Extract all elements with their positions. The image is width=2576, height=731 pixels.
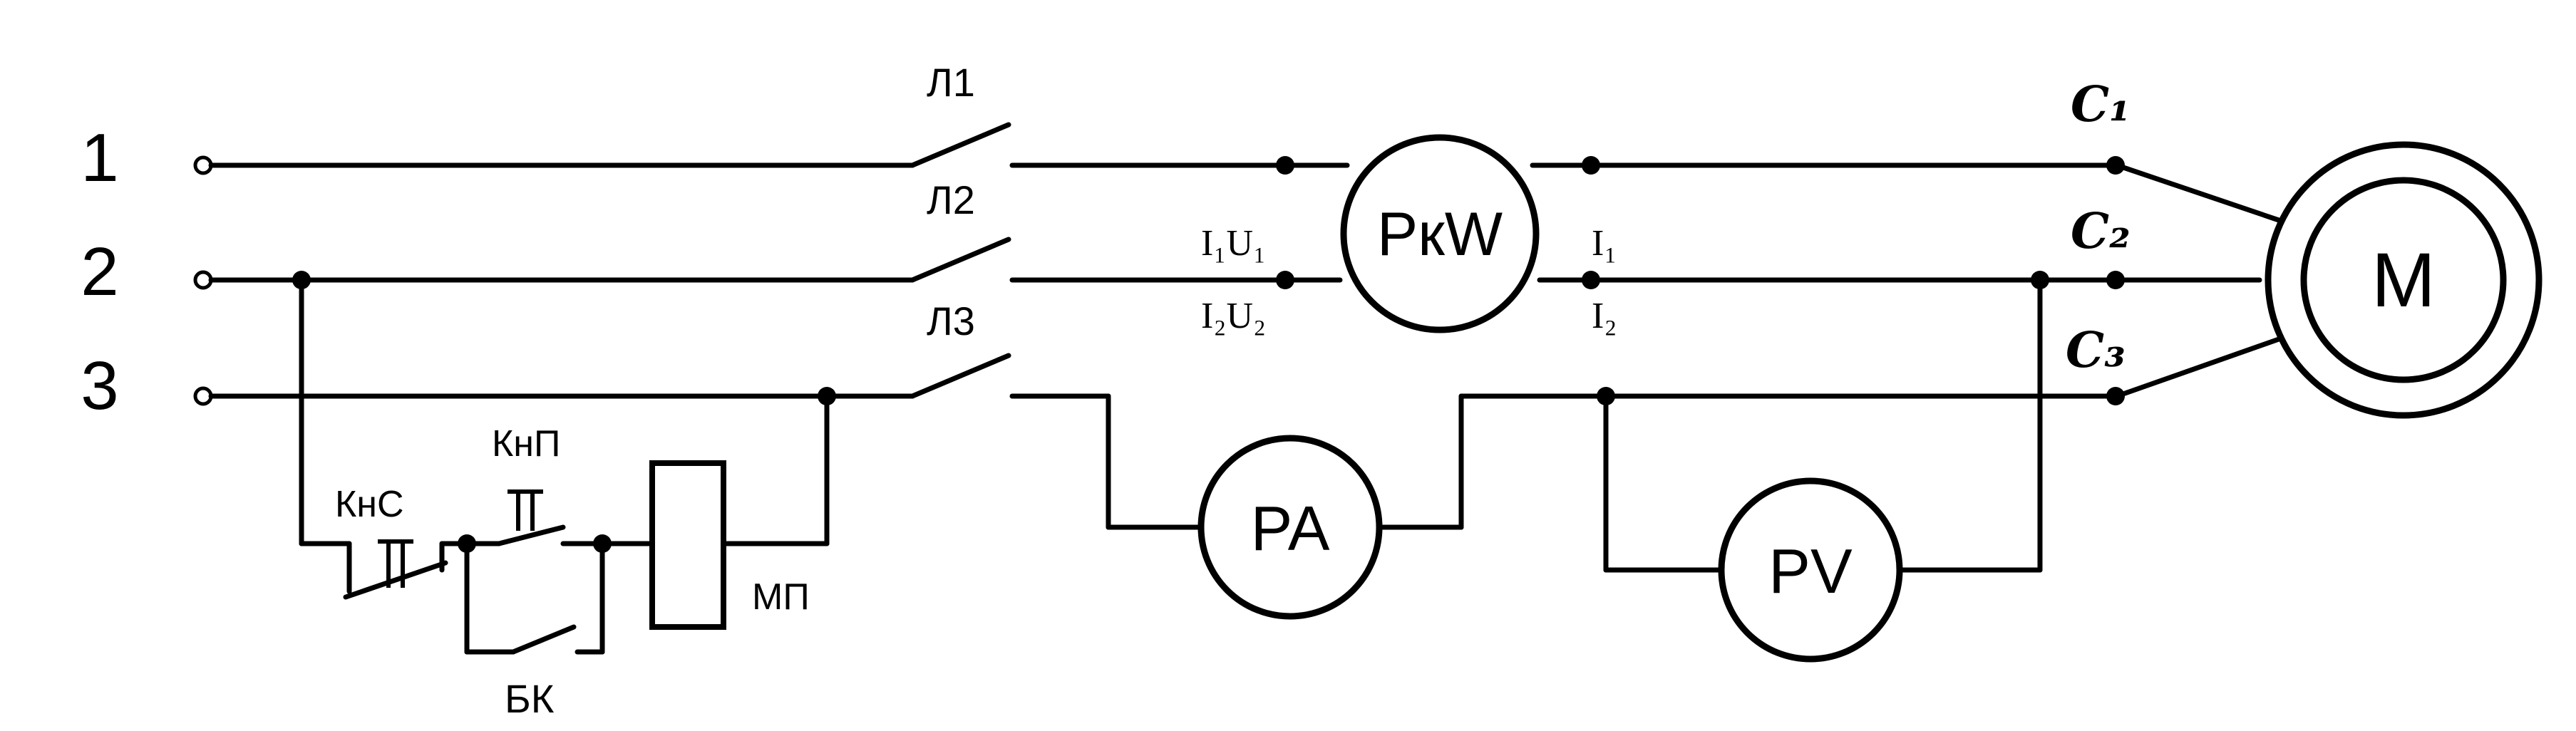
junction-dot — [1582, 156, 1600, 175]
control-circuit — [292, 271, 836, 655]
wattmeter-terminal-in-top: I₁U₁ — [1201, 223, 1266, 264]
start-button-label: КнП — [492, 423, 560, 465]
phase-label-1: 1 — [81, 120, 118, 196]
junction-dot — [1582, 271, 1600, 289]
line-phase-3 — [208, 336, 2284, 530]
switch-label-l1: Л1 — [927, 60, 975, 105]
motor-terminal-label-c3: C₃ — [2066, 322, 2126, 379]
motor-terminal-label-c1: C₁ — [2071, 76, 2131, 133]
junction-dot — [2031, 271, 2049, 289]
junction-dot — [1597, 387, 1615, 405]
voltmeter-circle — [1718, 477, 1903, 663]
motor-terminal-dot — [2106, 271, 2125, 289]
phase-label-3: 3 — [81, 348, 118, 424]
wattmeter-terminal-out-bottom: I₂ — [1592, 296, 1617, 336]
wattmeter-terminal-out-top: I₁ — [1592, 223, 1617, 264]
junction-dot — [1276, 156, 1294, 175]
stop-button-label: КнС — [335, 484, 404, 525]
ammeter-circle — [1197, 435, 1383, 620]
motor-terminal-dot — [2106, 156, 2125, 175]
ammeter-label: PA — [1251, 493, 1330, 564]
motor-label: M — [2371, 237, 2436, 323]
wattmeter-label: PкW — [1377, 200, 1503, 269]
line-phase-1 — [208, 122, 2284, 224]
starter-coil-label: МП — [752, 576, 810, 618]
phase-label-2: 2 — [81, 234, 118, 310]
motor-inner-circle — [2300, 177, 2507, 383]
motor-terminal-label-c2: C₂ — [2071, 203, 2131, 260]
junction-dot — [1276, 271, 1294, 289]
switch-label-l2: Л2 — [927, 177, 975, 222]
voltmeter-branch — [1603, 277, 2043, 573]
aux-contact-label: БК — [505, 676, 555, 721]
switch-label-l3: Л3 — [927, 299, 975, 343]
voltmeter-label: PV — [1768, 536, 1853, 606]
wattmeter-terminal-in-bottom: I₂U₂ — [1201, 296, 1266, 336]
motor-terminal-dot — [2106, 387, 2125, 405]
wattmeter-circle — [1340, 134, 1540, 333]
